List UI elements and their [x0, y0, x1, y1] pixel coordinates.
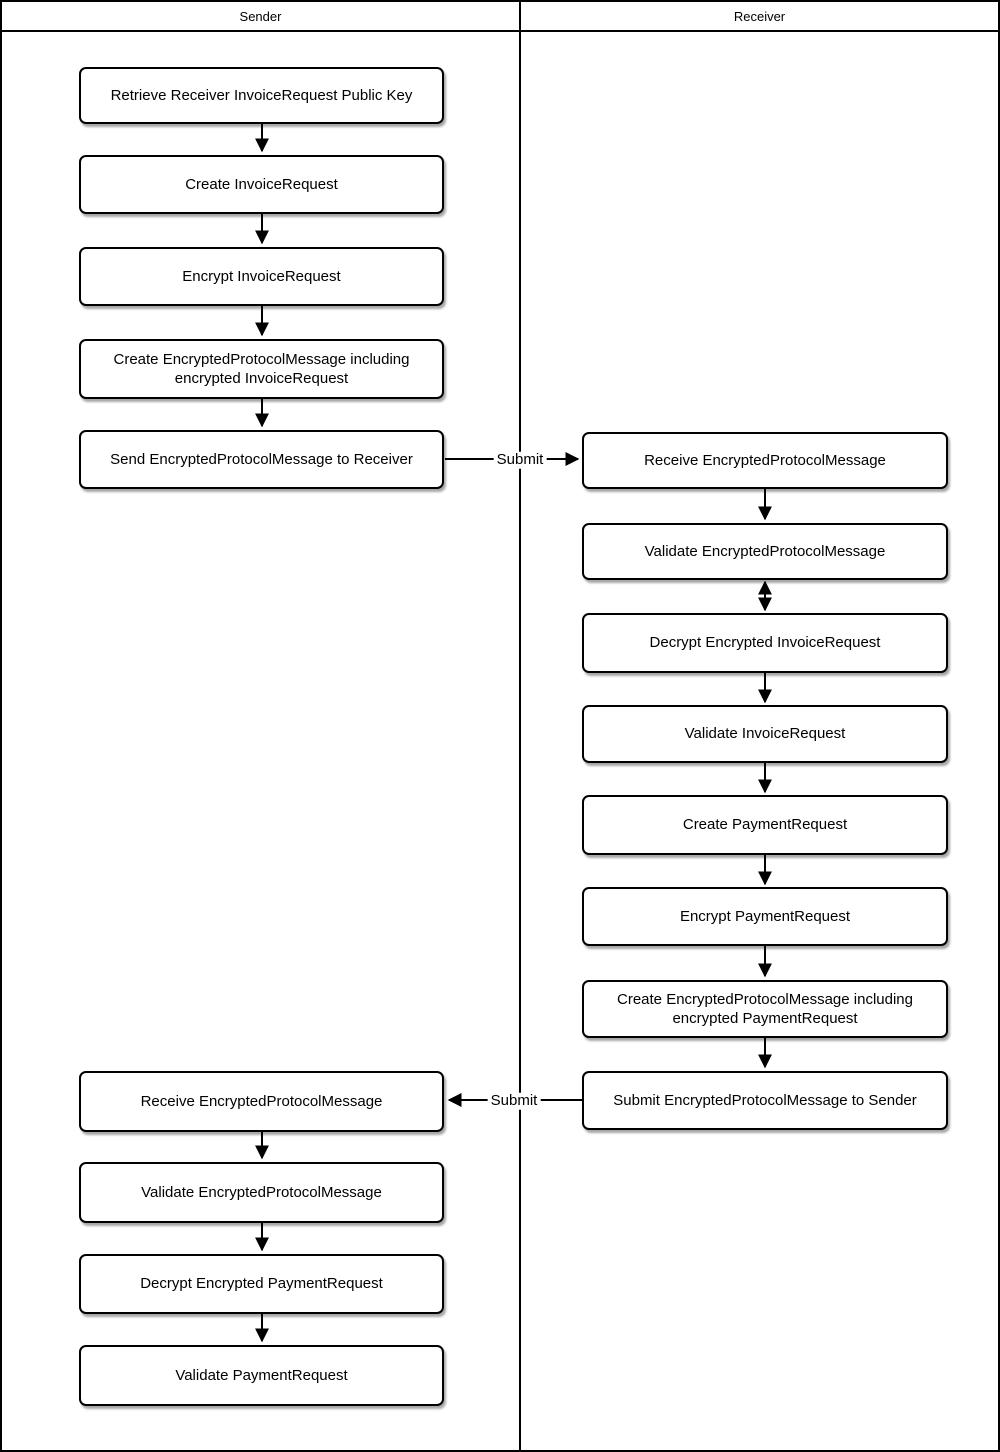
- lane-divider: [519, 2, 521, 1450]
- node-receive-encryptedprotocolmessage-sender: Receive EncryptedProtocolMessage: [79, 1071, 444, 1132]
- node-validate-invoicerequest: Validate InvoiceRequest: [582, 705, 948, 763]
- node-submit-encryptedprotocolmessage-to-sender: Submit EncryptedProtocolMessage to Sende…: [582, 1071, 948, 1130]
- node-receive-encryptedprotocolmessage-receiver: Receive EncryptedProtocolMessage: [582, 432, 948, 489]
- edge-label-submit-to-sender: Submit: [487, 1092, 541, 1110]
- node-validate-encryptedprotocolmessage-receiver: Validate EncryptedProtocolMessage: [582, 523, 948, 580]
- node-create-paymentrequest: Create PaymentRequest: [582, 795, 948, 855]
- node-retrieve-receiver-invoicerequest-public-key: Retrieve Receiver InvoiceRequest Public …: [79, 67, 444, 124]
- node-encrypt-invoicerequest: Encrypt InvoiceRequest: [79, 247, 444, 306]
- node-send-encryptedprotocolmessage-to-receiver: Send EncryptedProtocolMessage to Receive…: [79, 430, 444, 489]
- edge-label-submit-to-receiver: Submit: [493, 451, 547, 469]
- lane-header-receiver: Receiver: [521, 2, 998, 30]
- node-create-encryptedprotocolmessage-invoicerequest: Create EncryptedProtocolMessage includin…: [79, 339, 444, 399]
- lane-header-sender: Sender: [2, 2, 519, 30]
- header-rule: [2, 30, 998, 32]
- node-validate-paymentrequest: Validate PaymentRequest: [79, 1345, 444, 1406]
- node-decrypt-encrypted-invoicerequest: Decrypt Encrypted InvoiceRequest: [582, 613, 948, 673]
- node-validate-encryptedprotocolmessage-sender: Validate EncryptedProtocolMessage: [79, 1162, 444, 1223]
- node-encrypt-paymentrequest: Encrypt PaymentRequest: [582, 887, 948, 946]
- node-create-encryptedprotocolmessage-paymentrequest: Create EncryptedProtocolMessage includin…: [582, 980, 948, 1038]
- lane-header-receiver-label: Receiver: [733, 8, 786, 24]
- lane-header-sender-label: Sender: [239, 8, 282, 24]
- node-create-invoicerequest: Create InvoiceRequest: [79, 155, 444, 214]
- node-decrypt-encrypted-paymentrequest: Decrypt Encrypted PaymentRequest: [79, 1254, 444, 1314]
